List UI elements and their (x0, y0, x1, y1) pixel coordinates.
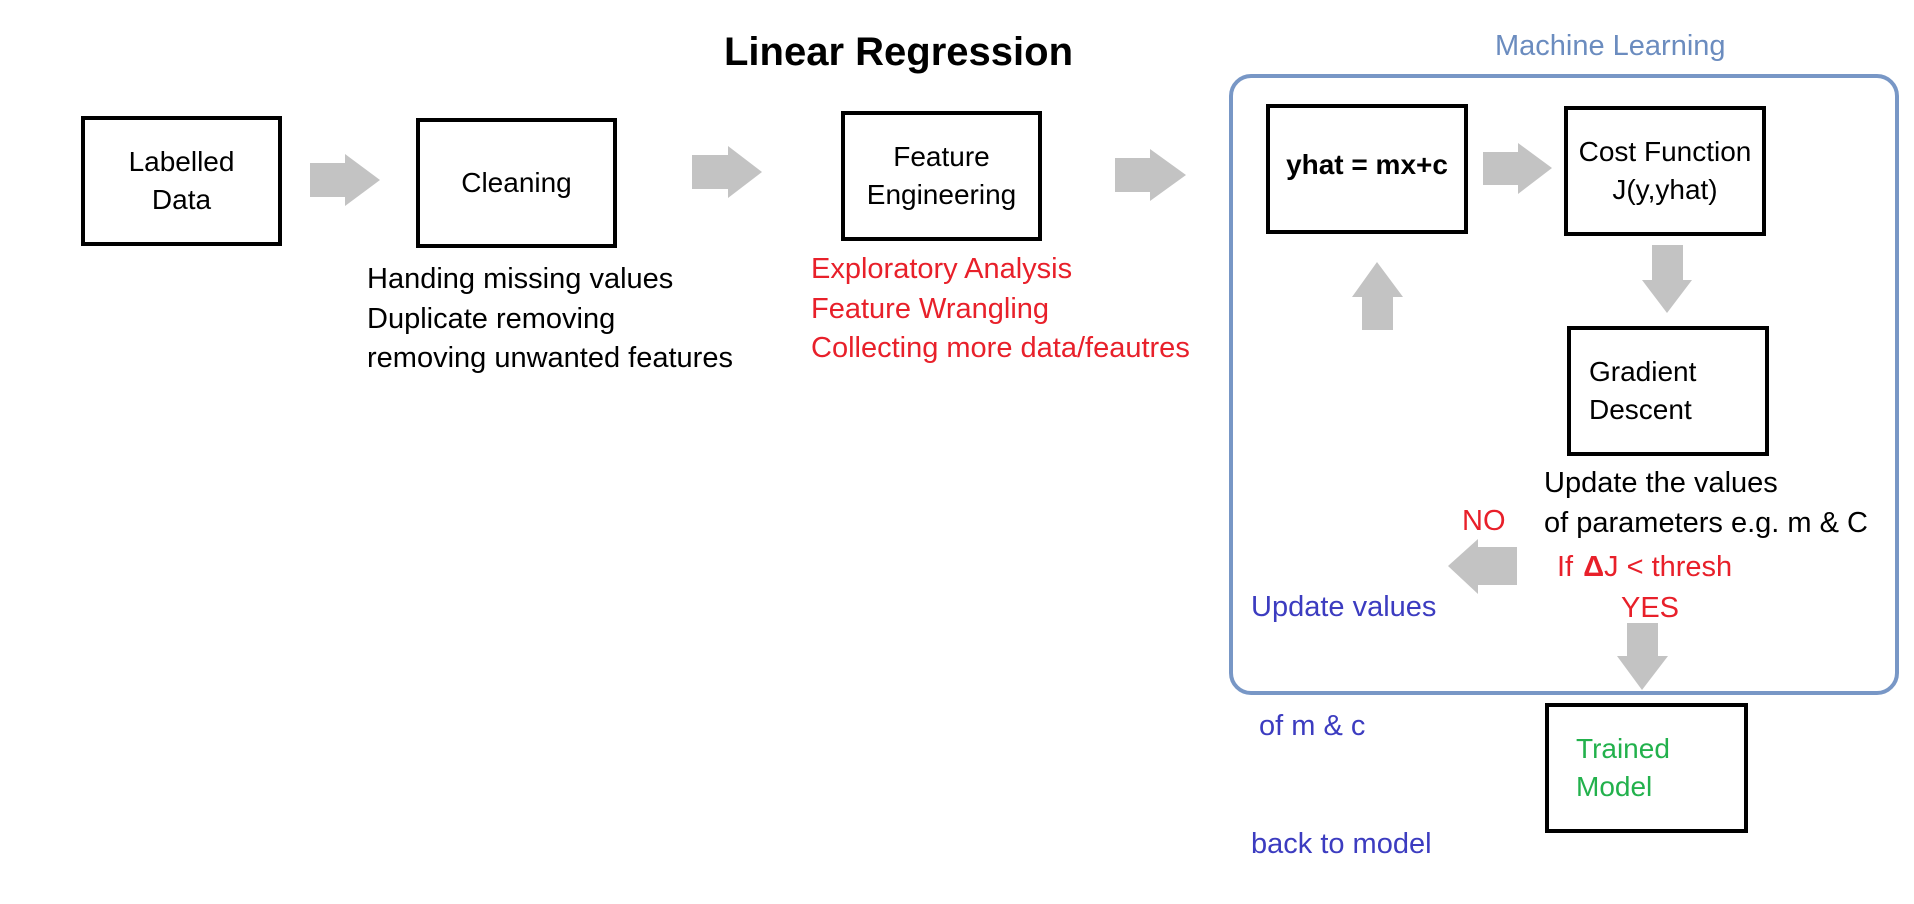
cost-function-line-1: Cost Function (1578, 136, 1752, 167)
feature-engineering-line-1: Feature (893, 141, 990, 172)
feature-note-1: Exploratory Analysis (811, 253, 1073, 285)
update-parameters-line-2: of parameters e.g. m & C (1544, 506, 1868, 539)
threshold-condition: If ΔJ < thresh (1557, 548, 1732, 588)
arrow-model-to-cost (1483, 143, 1552, 194)
cleaning-note-3: removing unwanted features (367, 342, 733, 374)
cost-function-line-2: J(y,yhat) (1612, 174, 1718, 205)
delta-symbol: Δ (1583, 551, 1605, 583)
labelled-data-line-2: Data (151, 184, 212, 215)
feature-note-2: Feature Wrangling (811, 292, 1050, 325)
machine-learning-label: Machine Learning (1495, 30, 1726, 62)
cleaning-notes: Handing missing values Duplicate removin… (367, 260, 733, 379)
labelled-data-box: Labelled Data (81, 116, 282, 246)
feature-note-3: Collecting more data/feautres (811, 332, 1190, 364)
diagram-title: Linear Regression (724, 30, 1074, 74)
arrow-no-to-update (1448, 539, 1517, 594)
arrow-yes-to-trained (1617, 623, 1668, 690)
arrow-update-to-model (1352, 262, 1403, 330)
condition-prefix: If (1557, 551, 1574, 583)
gradient-descent-box: Gradient Descent (1567, 326, 1769, 456)
no-label: NO (1462, 505, 1506, 537)
flow-arrows (310, 143, 1692, 690)
machine-learning-frame (1229, 74, 1899, 695)
arrow-cleaning-to-feature (692, 146, 762, 198)
feature-engineering-notes: Exploratory Analysis Feature Wrangling C… (811, 250, 1190, 369)
arrow-labelled-to-cleaning (310, 154, 380, 206)
cost-function-box: Cost Function J(y,yhat) (1564, 106, 1766, 236)
model-equation-box: yhat = mx+c (1266, 104, 1468, 234)
trained-model-line-1: Trained (1576, 733, 1670, 764)
update-model-line-1: Update values (1251, 591, 1437, 623)
update-parameters-note: Update the values of parameters e.g. m &… (1544, 464, 1868, 543)
update-parameters-line-1: Update the values (1544, 467, 1778, 499)
model-equation-label: yhat = mx+c (1286, 149, 1448, 180)
trained-model-line-2: Model (1576, 771, 1653, 802)
update-model-note: Update values of m & c back to model (1251, 509, 1436, 904)
labelled-data-line-1: Labelled (128, 146, 235, 177)
update-model-line-2: of m & c (1251, 709, 1366, 742)
yes-label: YES (1621, 592, 1680, 624)
gradient-descent-line-2: Descent (1589, 394, 1692, 425)
cleaning-box: Cleaning (416, 118, 617, 248)
feature-engineering-line-2: Engineering (866, 179, 1017, 210)
trained-model-box: Trained Model (1545, 703, 1748, 833)
condition-suffix: J < thresh (1604, 551, 1733, 583)
cleaning-note-1: Handing missing values (367, 263, 674, 295)
feature-engineering-box: Feature Engineering (841, 111, 1042, 241)
arrow-cost-to-gradient (1642, 245, 1692, 313)
update-model-line-3: back to model (1251, 828, 1432, 860)
arrow-feature-to-model (1115, 149, 1186, 201)
gradient-descent-line-1: Gradient (1589, 356, 1697, 387)
cleaning-note-2: Duplicate removing (367, 302, 616, 335)
cleaning-label: Cleaning (461, 167, 572, 198)
